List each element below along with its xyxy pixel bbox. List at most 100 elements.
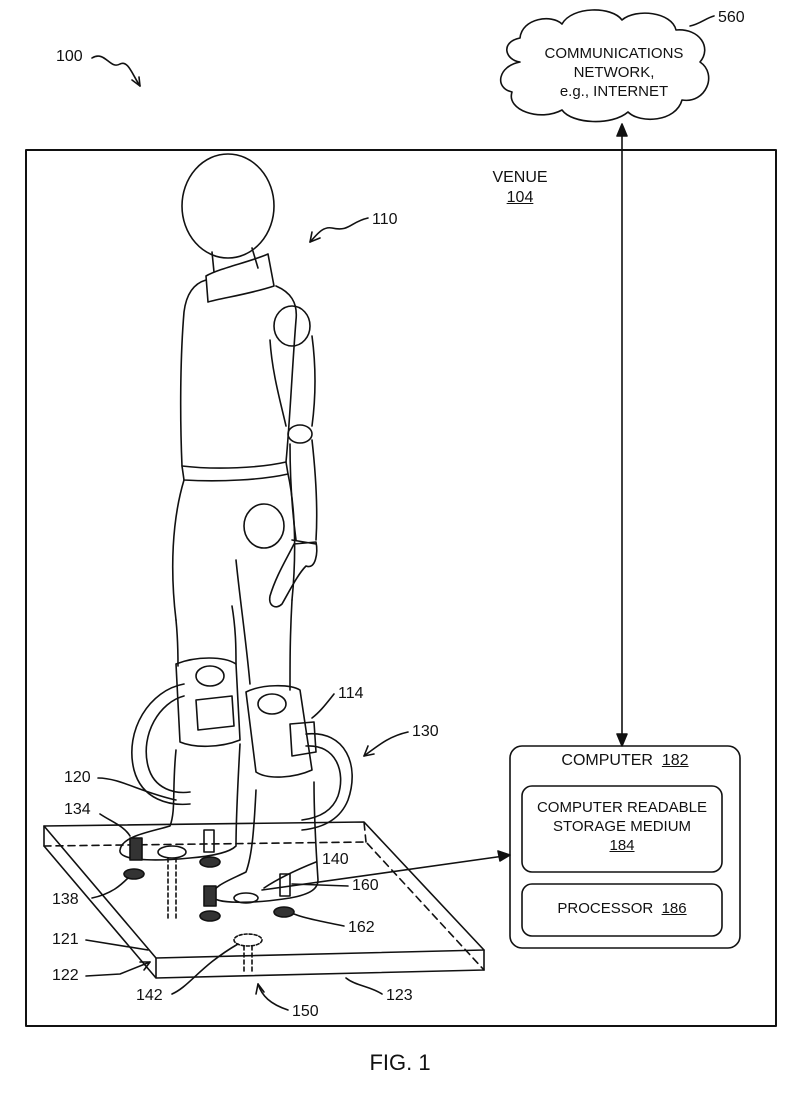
computer-title: COMPUTER bbox=[561, 752, 653, 769]
venue-label: VENUE bbox=[492, 169, 548, 186]
bolt-lower-leader bbox=[257, 983, 289, 1011]
mannequin-leader bbox=[309, 217, 369, 243]
computer-label: COMPUTER 182 bbox=[510, 752, 740, 770]
computer-box bbox=[509, 745, 741, 949]
processor-ref-label: 186 bbox=[661, 900, 687, 917]
processor-title: PROCESSOR bbox=[557, 900, 654, 917]
plate-top-leader bbox=[85, 939, 149, 951]
cable-ref-arrowhead bbox=[363, 745, 375, 757]
network-label-line-3: e.g., INTERNET bbox=[559, 83, 669, 100]
mannequin-hand bbox=[268, 541, 318, 608]
mannequin-shoulder bbox=[273, 305, 311, 347]
mannequin-elbow bbox=[287, 424, 313, 444]
knee-cap-left bbox=[195, 665, 225, 687]
brace-ref-leader bbox=[311, 693, 335, 719]
washer-left bbox=[157, 845, 187, 859]
connector-mid bbox=[203, 829, 215, 853]
mannequin-upper-arm bbox=[269, 335, 316, 427]
receptacle-left bbox=[123, 868, 145, 880]
boot-ref-label: 120 bbox=[64, 769, 91, 786]
system-leader bbox=[91, 55, 141, 87]
connector-pin bbox=[279, 873, 291, 897]
mannequin-torso bbox=[179, 279, 298, 469]
cable-left-inner bbox=[145, 695, 191, 794]
connector-center bbox=[203, 885, 217, 907]
bolt-leader bbox=[171, 943, 239, 995]
plate-side-ref-label: 122 bbox=[52, 967, 79, 984]
processor-box bbox=[521, 883, 723, 937]
cable-right-inner bbox=[301, 745, 342, 821]
bolt-ref-label: 142 bbox=[136, 987, 163, 1004]
mannequin-waist bbox=[181, 461, 289, 482]
boot-left bbox=[119, 743, 241, 861]
plate-bottom-ref-label: 123 bbox=[386, 987, 413, 1004]
bolt-lower-arrowhead bbox=[255, 983, 265, 995]
connector-pin-ref-label: 160 bbox=[352, 877, 379, 894]
receptacle-right-leader bbox=[293, 913, 345, 927]
storage-label: COMPUTER READABLE STORAGE MEDIUM 184 bbox=[522, 798, 722, 855]
plate-bottom-leader bbox=[345, 977, 383, 995]
knee-brace-right bbox=[245, 684, 313, 778]
network-cloud bbox=[500, 9, 710, 123]
receptacle-right bbox=[273, 906, 295, 918]
mannequin-wrist bbox=[291, 539, 317, 545]
network-link-arrow-bottom bbox=[616, 733, 628, 747]
bolt-lower bbox=[243, 945, 253, 975]
data-link-arrow bbox=[497, 850, 511, 862]
connector-left-ref-label: 134 bbox=[64, 801, 91, 818]
network-link-arrow-top bbox=[616, 123, 628, 137]
plate-top-ref-label: 121 bbox=[52, 931, 79, 948]
boot-ref-leader bbox=[97, 777, 177, 801]
receptacle-mid bbox=[199, 856, 221, 868]
connector-right-leader bbox=[263, 861, 317, 889]
mannequin-neck bbox=[211, 247, 259, 273]
plate-side-leader bbox=[85, 961, 151, 977]
bolt-lower-ref-label: 150 bbox=[292, 1003, 319, 1020]
connector-left bbox=[129, 837, 143, 861]
force-plate-hidden bbox=[43, 821, 485, 971]
connector-left-leader bbox=[99, 813, 131, 837]
connector-right-ref-label: 140 bbox=[322, 851, 349, 868]
receptacle-center bbox=[199, 910, 221, 922]
plate-side-arrowhead bbox=[139, 961, 151, 971]
brace-ref-label: 114 bbox=[338, 685, 364, 702]
knee-strap-right bbox=[289, 721, 317, 757]
storage-label-line-1: COMPUTER READABLE bbox=[536, 799, 708, 816]
mannequin-arrowhead bbox=[309, 231, 321, 243]
mannequin-hips bbox=[171, 473, 296, 621]
mannequin-head bbox=[181, 153, 275, 259]
figure-caption: FIG. 1 bbox=[369, 1050, 431, 1075]
bolt-left bbox=[167, 857, 177, 921]
storage-ref-label: 184 bbox=[609, 837, 635, 854]
venue-boundary bbox=[25, 149, 777, 1027]
mannequin-ref-label: 110 bbox=[372, 211, 398, 228]
cable-ref-label: 130 bbox=[412, 723, 439, 740]
network-ref-label: 560 bbox=[718, 9, 745, 26]
cable-left bbox=[131, 683, 191, 806]
mannequin-thigh-right bbox=[235, 559, 293, 691]
knee-cap-right bbox=[257, 693, 287, 715]
network-ref-leader bbox=[689, 15, 715, 27]
mannequin-collar bbox=[205, 253, 275, 303]
washer-lower bbox=[233, 933, 263, 947]
network-label-line-2: NETWORK, bbox=[573, 64, 655, 81]
system-arrowhead bbox=[131, 76, 141, 87]
network-label-line-1: COMMUNICATIONS bbox=[544, 45, 684, 62]
network-label: COMMUNICATIONS NETWORK, e.g., INTERNET bbox=[508, 44, 720, 101]
receptacle-left-ref-label: 138 bbox=[52, 891, 79, 908]
receptacle-left-leader bbox=[91, 877, 129, 899]
processor-label: PROCESSOR 186 bbox=[522, 900, 722, 917]
cable-ref-leader bbox=[363, 731, 409, 757]
receptacle-right-ref-label: 162 bbox=[348, 919, 375, 936]
venue-ref-label: 104 bbox=[506, 189, 534, 206]
cable-right bbox=[301, 733, 353, 831]
mannequin-thigh-left bbox=[175, 605, 237, 667]
knee-brace-left bbox=[175, 657, 241, 748]
knee-strap-left bbox=[195, 695, 235, 731]
computer-ref-label: 182 bbox=[661, 752, 689, 769]
mannequin-hip-joint bbox=[243, 503, 285, 549]
storage-box bbox=[521, 785, 723, 873]
connector-pin-leader bbox=[291, 883, 349, 887]
